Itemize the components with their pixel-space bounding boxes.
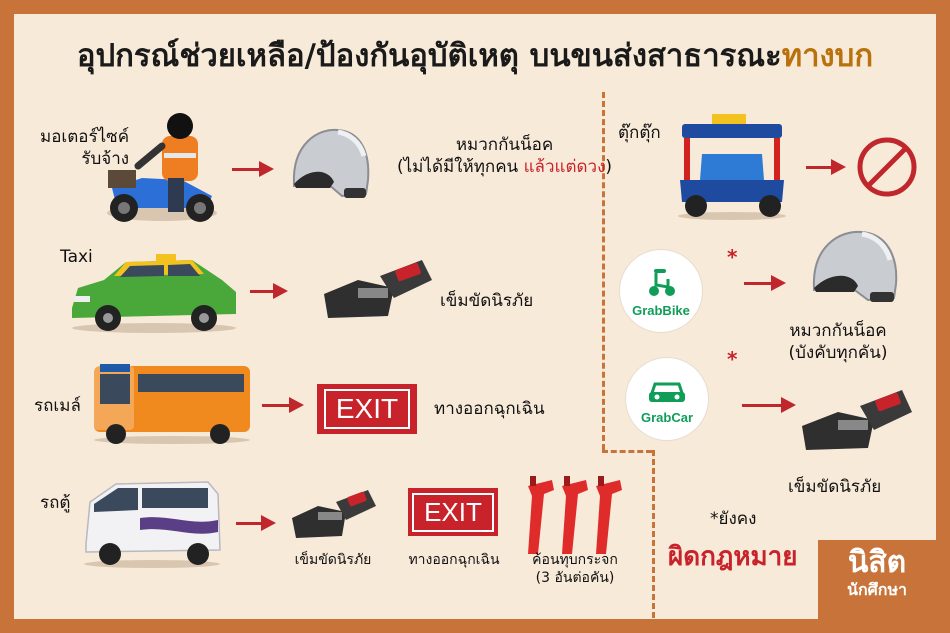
arrow-tuktuk: [806, 159, 846, 175]
car-icon: [648, 382, 686, 402]
page-title: อุปกรณ์ช่วยเหลือ/ป้องกันอุบัติเหตุ บนขนส…: [0, 30, 950, 80]
van-label: รถตู้: [40, 493, 71, 513]
arrow-moto: [232, 161, 274, 177]
taxi-car-icon: [72, 254, 236, 333]
grabcar-logo: GrabCar: [626, 358, 708, 440]
moto-label: มอเตอร์ไซค์ รับจ้าง: [40, 127, 130, 169]
bus-item: ทางออกฉุกเฉิน: [434, 399, 545, 419]
title-main: อุปกรณ์ช่วยเหลือ/ป้องกันอุบัติเหตุ บนขนส…: [76, 38, 782, 74]
grabbike-asterisk: *: [727, 245, 738, 269]
grabbike-item: หมวกกันน็อค (บังคับทุกคัน): [788, 321, 888, 363]
bus-icon: [94, 364, 250, 444]
grabcar-asterisk: *: [727, 347, 738, 371]
title-highlight: ทางบก: [781, 38, 874, 74]
tuktuk-label: ตุ๊กตุ๊ก: [618, 123, 661, 143]
grabbike-logo: GrabBike: [620, 250, 702, 332]
motorcycle-rider-icon: [107, 113, 217, 222]
helmet-icon: [292, 128, 370, 198]
arrow-grabbike: [744, 275, 786, 291]
van-icon: [84, 481, 221, 568]
note-line1: *ยังคง: [710, 509, 757, 529]
taxi-item: เข็มขัดนิรภัย: [440, 291, 534, 311]
grabbike-helmet-icon: [812, 230, 898, 302]
arrow-grabcar: [742, 397, 796, 413]
divider-vertical-lower: [652, 450, 655, 618]
divider-horizontal: [602, 450, 652, 453]
grabcar-seatbelt-icon: [802, 390, 912, 450]
van-item-exit: ทางออกฉุกเฉิน: [408, 552, 500, 568]
van-item-belt: เข็มขัดนิรภัย: [294, 552, 372, 568]
tuktuk-icon: [678, 114, 786, 220]
arrow-bus: [262, 397, 304, 413]
hammer-icon: [528, 476, 622, 554]
scooter-icon: [649, 268, 675, 296]
divider-vertical: [602, 92, 605, 450]
van-exit-sign: EXIT: [408, 488, 498, 536]
brand-logo: นิสิต นักศึกษา: [818, 540, 936, 619]
note-line2: ผิดกฎหมาย: [668, 542, 798, 572]
prohibited-icon: [857, 137, 917, 197]
van-item-hammer: ค้อนทุบกระจก (3 อันต่อคัน): [532, 552, 618, 586]
van-seatbelt-icon: [292, 490, 376, 538]
grabcar-item: เข็มขัดนิรภัย: [788, 477, 882, 497]
arrow-van: [236, 515, 276, 531]
arrow-taxi: [250, 283, 288, 299]
bus-exit-sign: EXIT: [317, 384, 417, 434]
bus-label: รถเมล์: [34, 396, 81, 416]
taxi-label: Taxi: [60, 247, 93, 267]
moto-item: หมวกกันน็อค (ไม่ได้มีให้ทุกคน แล้วแต่ดวง…: [397, 135, 613, 177]
seatbelt-icon: [324, 260, 432, 318]
